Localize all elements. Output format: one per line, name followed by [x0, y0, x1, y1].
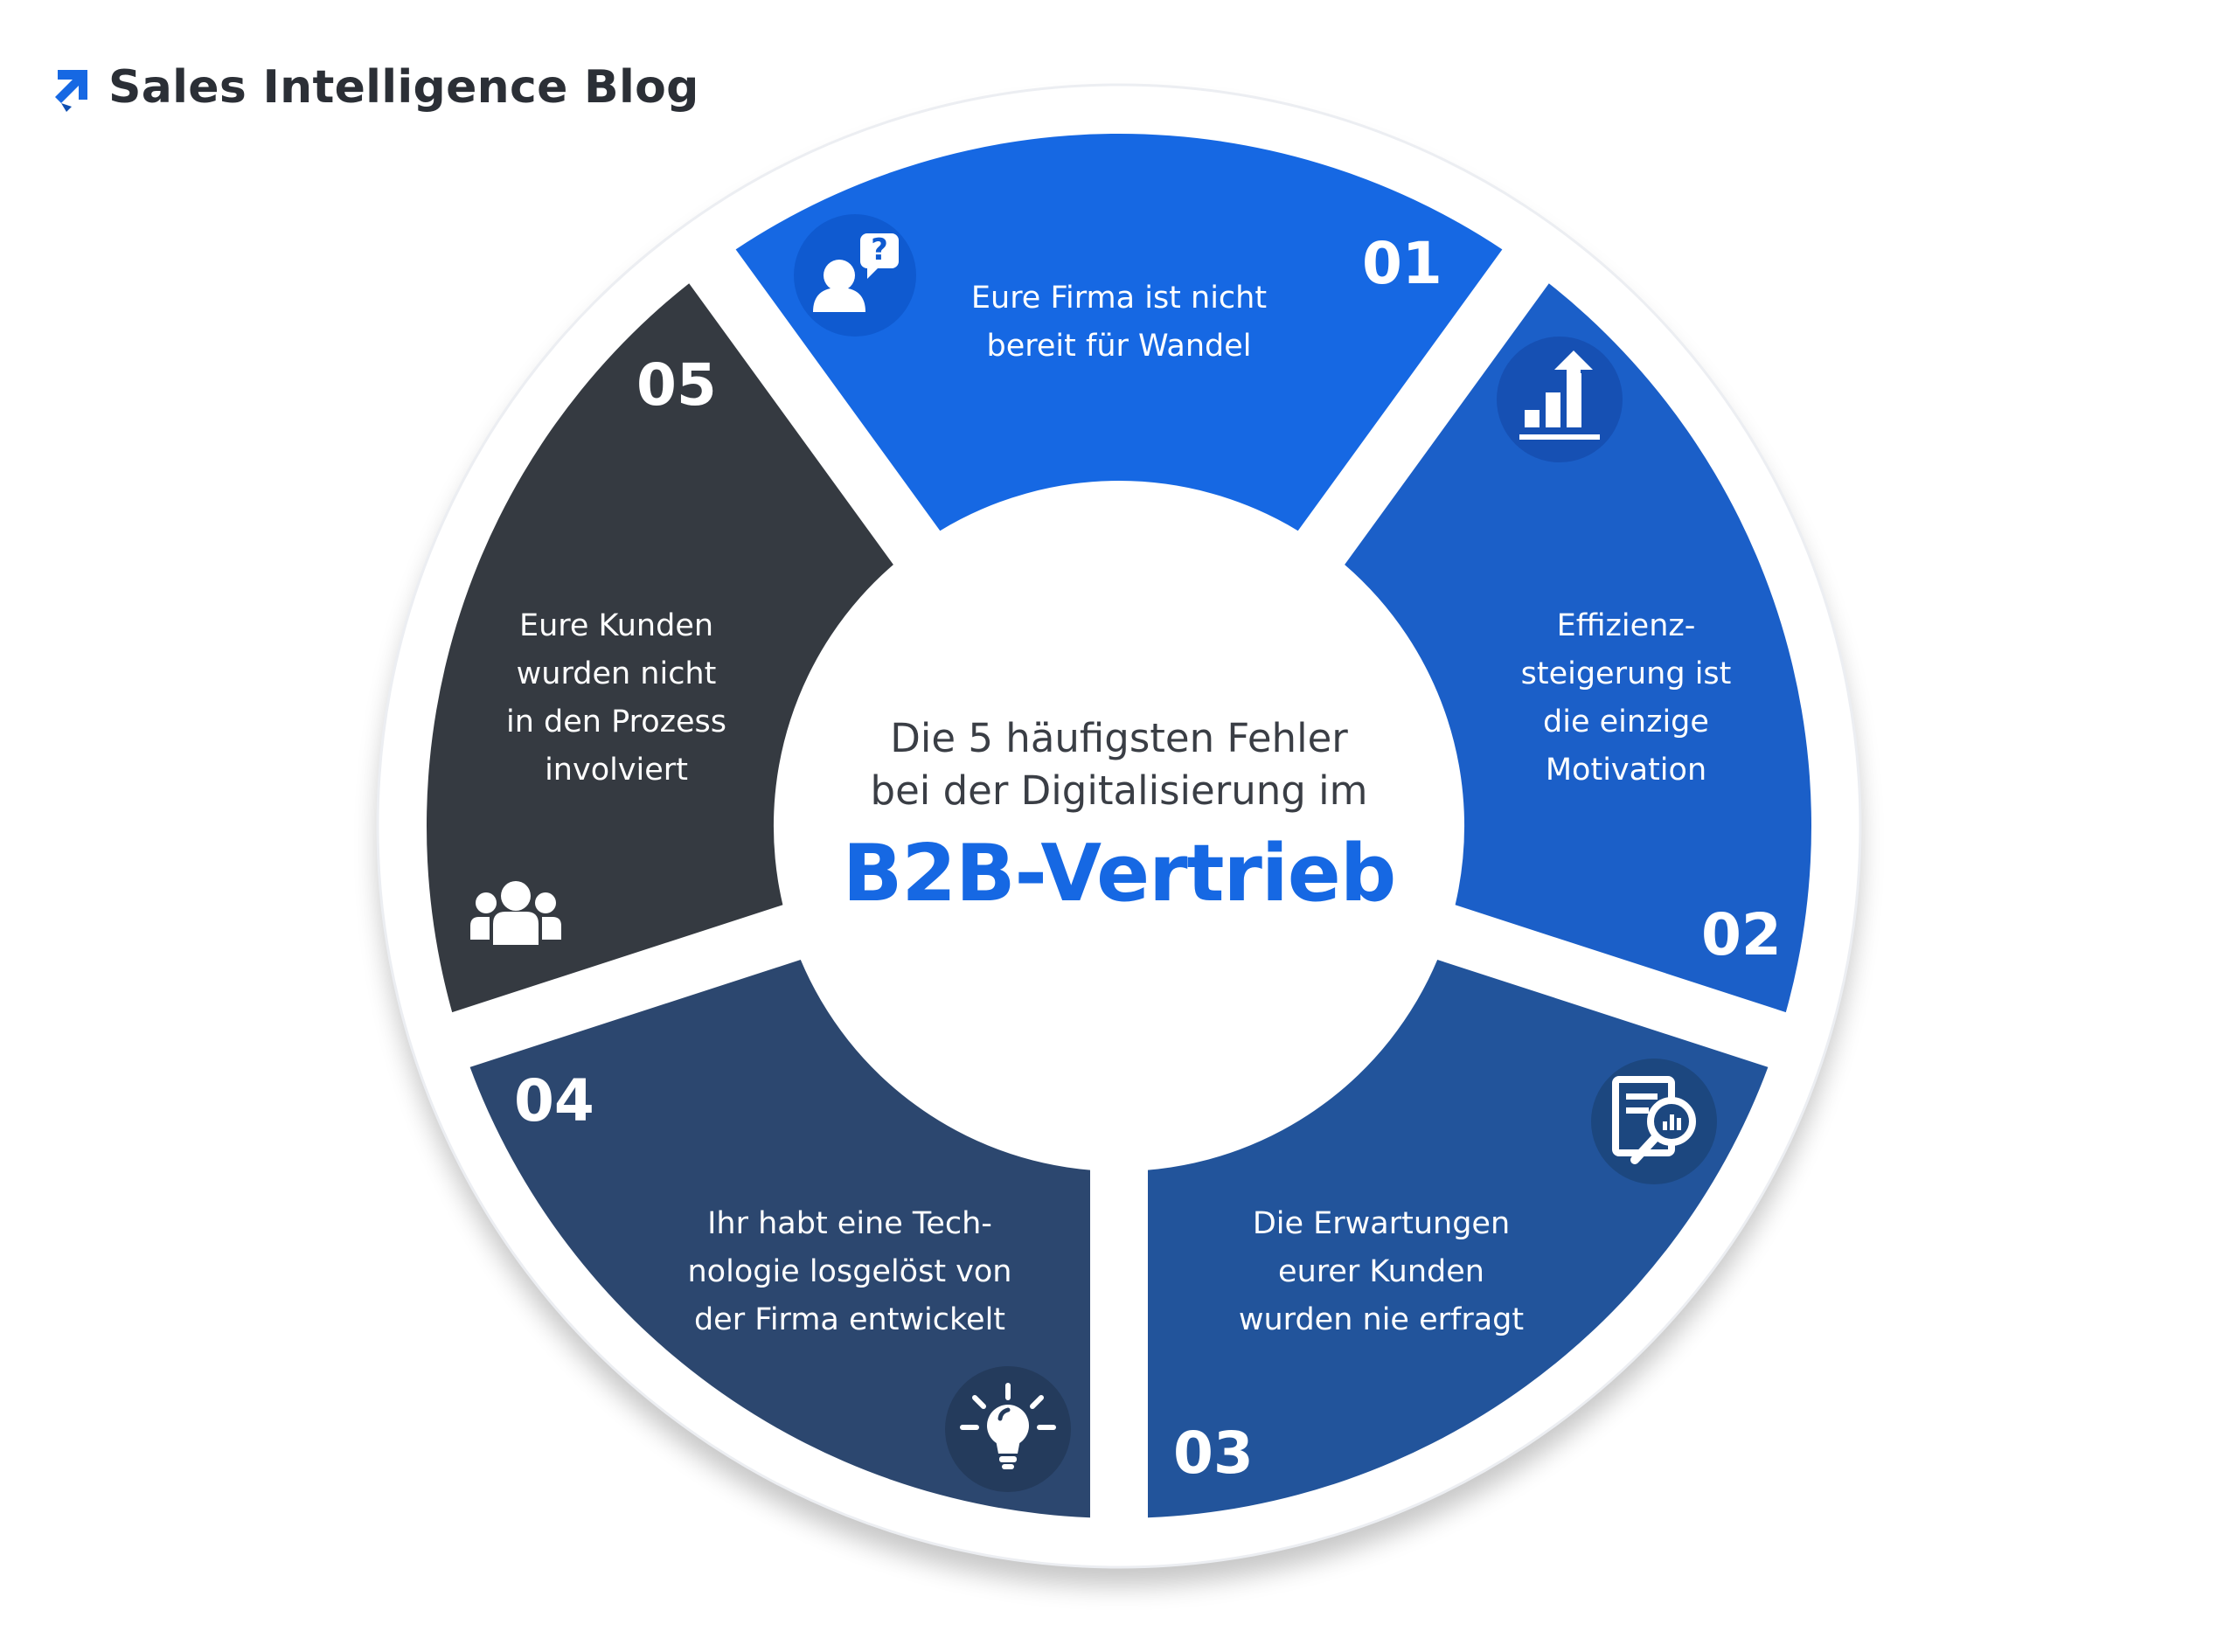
- segment-02-text: Effizienz- steigerung ist die einzige Mo…: [1460, 602, 1792, 795]
- segment-05-line: wurden nicht: [516, 656, 717, 691]
- segment-05-line: in den Prozess: [506, 705, 726, 739]
- lightbulb-icon: [945, 1366, 1071, 1492]
- segment-05-number: 05: [636, 351, 717, 419]
- segment-04-line: der Firma entwickelt: [693, 1302, 1006, 1337]
- brand-header: Sales Intelligence Blog: [54, 52, 699, 122]
- center-title-line: bei der Digitalisierung im: [870, 767, 1368, 814]
- segment-01-number: 01: [1362, 230, 1442, 297]
- segment-04-number: 04: [514, 1067, 594, 1135]
- segment-03-text: Die Erwartungen eurer Kunden wurden nie …: [1198, 1200, 1565, 1344]
- brand-name: Sales Intelligence Blog: [108, 61, 699, 114]
- segment-04-line: Ihr habt eine Tech-: [707, 1206, 992, 1241]
- segment-02-number: 02: [1701, 901, 1782, 968]
- segment-02-line: steigerung ist: [1520, 656, 1732, 691]
- center-highlight: B2B-Vertrieb: [842, 828, 1397, 920]
- segment-03-line: wurden nie erfragt: [1238, 1302, 1525, 1337]
- segment-04-text: Ihr habt eine Tech- nologie losgelöst vo…: [649, 1200, 1051, 1344]
- segment-04-line: nologie losgelöst von: [687, 1254, 1012, 1289]
- svg-text:?: ?: [871, 233, 888, 267]
- segment-05-line: involviert: [545, 753, 688, 788]
- segment-01-text: Eure Firma ist nicht bereit für Wandel: [944, 274, 1294, 371]
- segment-02-line: die einzige: [1543, 705, 1709, 739]
- segment-05-text: Eure Kunden wurden nicht in den Prozess …: [455, 602, 778, 795]
- center-circle: [776, 483, 1462, 1169]
- growth-chart-icon: [1497, 337, 1623, 462]
- segment-03-number: 03: [1173, 1419, 1254, 1487]
- segment-02: [1345, 283, 1812, 1013]
- center-title: Die 5 häufigsten Fehler bei der Digitali…: [822, 712, 1416, 817]
- segment-05: [426, 283, 893, 1013]
- segment-05-line: Eure Kunden: [518, 608, 714, 643]
- segment-01-line: Eure Firma ist nicht: [970, 281, 1268, 316]
- segment-02-line: Effizienz-: [1556, 608, 1696, 643]
- center-title-line: Die 5 häufigsten Fehler: [890, 715, 1348, 761]
- segment-01-line: bereit für Wandel: [986, 329, 1252, 364]
- group-people-icon: [470, 881, 561, 945]
- segment-03-line: eurer Kunden: [1278, 1254, 1484, 1289]
- outer-ring-edge: [376, 83, 1862, 1569]
- report-search-icon: [1591, 1059, 1717, 1184]
- arrow-corner-logo-icon: [55, 70, 87, 112]
- person-question-icon: ?: [794, 214, 916, 337]
- icons-layer: ?: [470, 214, 1717, 1492]
- segment-03-line: Die Erwartungen: [1252, 1206, 1511, 1241]
- segment-04: [469, 960, 1090, 1518]
- segment-02-line: Motivation: [1545, 753, 1707, 788]
- segment-01: [735, 133, 1503, 531]
